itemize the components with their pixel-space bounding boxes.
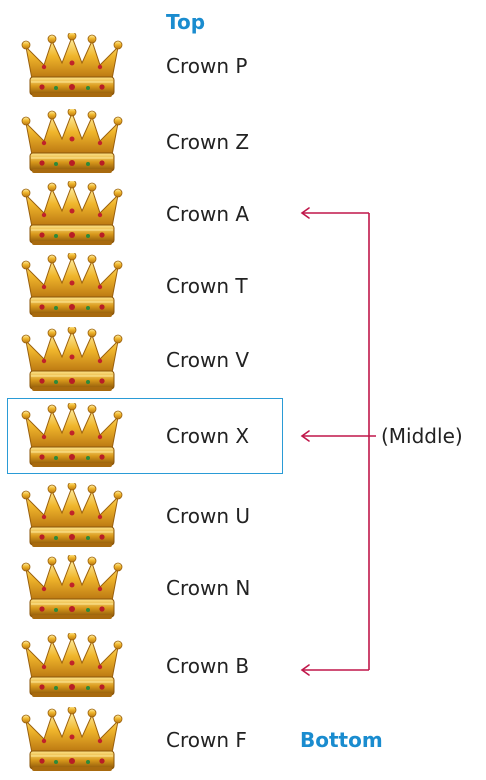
crown-label: Crown T: [166, 274, 248, 298]
crown-row: Crown B: [0, 630, 486, 706]
crown-icon: [18, 33, 126, 103]
selection-highlight-box: [7, 398, 283, 474]
crown-row: Crown A: [0, 178, 486, 254]
crown-row: Crown Z: [0, 106, 486, 182]
top-label: Top: [166, 10, 206, 34]
crown-label: Crown V: [166, 348, 250, 372]
crown-row: Crown P: [0, 30, 486, 106]
crown-row: Crown N: [0, 552, 486, 628]
crown-row: Crown F: [0, 704, 486, 780]
crown-label: Crown N: [166, 576, 251, 600]
crown-icon: [18, 327, 126, 397]
crown-label: Crown B: [166, 654, 250, 678]
crown-icon: [18, 483, 126, 553]
crown-icon: [18, 555, 126, 625]
crown-label: Crown P: [166, 54, 248, 78]
crown-row: Crown V: [0, 324, 486, 400]
crown-icon: [18, 181, 126, 251]
middle-label: (Middle): [381, 424, 463, 448]
crown-icon: [18, 707, 126, 777]
crown-row: Crown U: [0, 480, 486, 556]
crown-label: Crown X: [166, 424, 250, 448]
crown-label: Crown F: [166, 728, 247, 752]
crown-icon: [18, 253, 126, 323]
crown-icon: [18, 633, 126, 703]
bottom-label: Bottom: [300, 728, 383, 752]
crown-label: Crown Z: [166, 130, 250, 154]
crown-label: Crown U: [166, 504, 251, 528]
crown-label: Crown A: [166, 202, 250, 226]
crown-icon: [18, 109, 126, 179]
crown-row-highlighted: Crown X: [0, 400, 486, 476]
crown-row: Crown T: [0, 250, 486, 326]
